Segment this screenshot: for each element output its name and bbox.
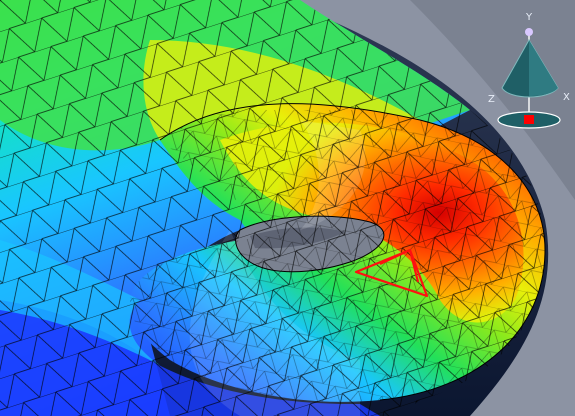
triad-origin xyxy=(524,115,534,124)
mesh-overlay-fine xyxy=(130,110,545,402)
view-triad[interactable]: Y Z X xyxy=(486,8,574,138)
hole-edge xyxy=(235,215,385,273)
triad-x-label: X xyxy=(563,92,570,103)
triad-cone-highlight xyxy=(529,40,558,96)
loop-edge xyxy=(159,103,546,401)
triad-z-label: Z xyxy=(488,94,495,105)
triad-y-label: Y xyxy=(525,12,533,23)
grey-shell-part xyxy=(260,0,575,416)
selected-element-highlight xyxy=(354,248,429,298)
triad-y-tip xyxy=(525,28,533,36)
